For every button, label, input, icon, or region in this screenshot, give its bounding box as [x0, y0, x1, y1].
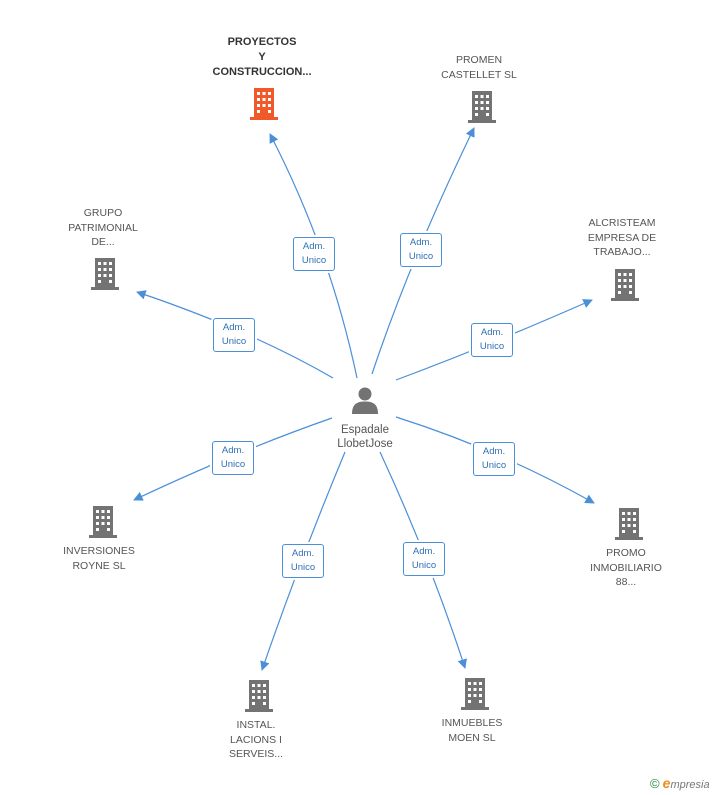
relation-badge-promen[interactable]: Adm. Unico — [400, 233, 442, 267]
company-label-line: INSTAL. — [236, 719, 276, 731]
brand-logo-initial: e — [662, 775, 671, 791]
building-icon-promo[interactable] — [615, 508, 643, 540]
relation-badge-inmuebles[interactable]: Adm. Unico — [403, 542, 445, 576]
relation-badge-text: Unico — [479, 341, 505, 352]
person-icon[interactable] — [351, 386, 379, 419]
relation-badge-instal[interactable]: Adm. Unico — [282, 544, 324, 578]
company-label-line: CONSTRUCCION... — [212, 66, 312, 78]
company-label-line: Y — [258, 51, 266, 63]
company-label-inversiones[interactable]: INVERSIONES ROYNE SL — [39, 544, 159, 573]
company-label-inmuebles[interactable]: INMUEBLES MOEN SL — [412, 716, 532, 745]
relation-badge-text: Adm. — [409, 237, 433, 248]
person-name-line2: LlobetJose — [337, 438, 393, 450]
company-label-promen[interactable]: PROMEN CASTELLET SL — [419, 53, 539, 82]
company-label-line: MOEN SL — [448, 731, 496, 744]
relation-badge-text: Adm. — [302, 241, 326, 252]
company-label-line: PROYECTOS — [227, 36, 297, 48]
company-label-alcristeam[interactable]: ALCRISTEAM EMPRESA DE TRABAJO... — [562, 216, 682, 260]
brand-logo-text: mpresia — [670, 779, 710, 791]
company-label-line: GRUPO — [83, 207, 123, 219]
building-icon-inversiones[interactable] — [89, 506, 117, 538]
relation-badge-text: Unico — [220, 459, 246, 470]
relation-badge-text: Adm. — [222, 322, 246, 333]
building-icon-proyectos[interactable] — [250, 88, 278, 120]
relation-badge-text: Unico — [290, 562, 316, 573]
relation-badge-text: Unico — [411, 560, 437, 571]
company-label-line: EMPRESA DE — [587, 231, 657, 244]
relation-badge-text: Adm. — [482, 446, 506, 457]
building-icon-alcristeam[interactable] — [611, 269, 639, 301]
relation-badge-promo[interactable]: Adm. Unico — [473, 442, 515, 476]
company-label-line: PROMEN — [455, 54, 503, 66]
company-label-line: LACIONS I — [230, 733, 282, 746]
building-icon-promen[interactable] — [468, 91, 496, 123]
company-label-line: TRABAJO... — [593, 246, 651, 258]
company-label-instal[interactable]: INSTAL. LACIONS I SERVEIS... — [196, 718, 316, 762]
building-icon-grupo[interactable] — [91, 258, 119, 290]
company-label-line: CASTELLET SL — [441, 68, 517, 81]
copyright-icon: © — [650, 776, 660, 791]
company-label-line: DE... — [91, 236, 115, 248]
relation-badge-proyectos[interactable]: Adm. Unico — [293, 237, 335, 271]
company-label-grupo[interactable]: GRUPO PATRIMONIAL DE... — [43, 206, 163, 250]
company-label-promo[interactable]: PROMO INMOBILIARIO 88... — [566, 546, 686, 590]
relation-badge-text: Adm. — [412, 546, 436, 557]
brand-footer: © empresia — [650, 775, 710, 791]
company-label-proyectos[interactable]: PROYECTOS Y CONSTRUCCION... — [192, 35, 332, 80]
relation-badge-text: Unico — [301, 255, 327, 266]
person-name[interactable]: Espadale LlobetJose — [318, 423, 412, 451]
relation-badge-alcristeam[interactable]: Adm. Unico — [471, 323, 513, 357]
relation-badge-text: Unico — [481, 460, 507, 471]
relation-badge-grupo[interactable]: Adm. Unico — [213, 318, 255, 352]
company-label-line: PROMO — [606, 547, 646, 559]
company-label-line: PATRIMONIAL — [68, 221, 138, 234]
company-label-line: SERVEIS... — [228, 748, 284, 760]
building-icon-inmuebles[interactable] — [461, 678, 489, 710]
company-label-line: 88... — [615, 576, 637, 588]
person-name-line1: Espadale — [341, 424, 389, 436]
relation-badge-text: Adm. — [291, 548, 315, 559]
relation-badge-text: Unico — [408, 251, 434, 262]
relation-badge-text: Adm. — [480, 327, 504, 338]
building-icon-instal[interactable] — [245, 680, 273, 712]
company-label-line: INMOBILIARIO — [590, 561, 662, 574]
relation-badge-text: Unico — [221, 336, 247, 347]
company-label-line: INVERSIONES — [63, 545, 135, 557]
relation-badge-inversiones[interactable]: Adm. Unico — [212, 441, 254, 475]
relation-badge-text: Adm. — [221, 445, 245, 456]
company-label-line: INMUEBLES — [441, 717, 503, 729]
company-label-line: ROYNE SL — [72, 559, 126, 572]
company-label-line: ALCRISTEAM — [588, 217, 656, 229]
